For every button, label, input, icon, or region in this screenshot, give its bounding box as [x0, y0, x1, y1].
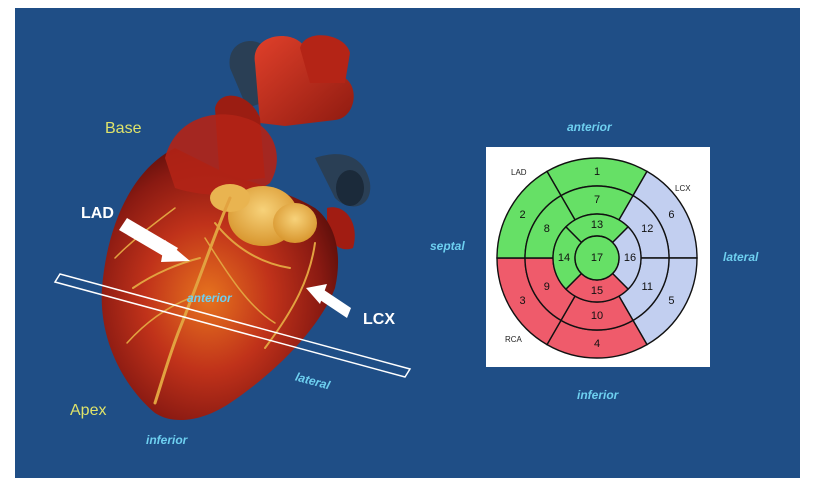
slide: Base Apex LAD LCX anterior lateral infer…: [15, 8, 800, 478]
segment-label-7: 7: [594, 194, 600, 206]
bullseye-anterior-label: anterior: [567, 120, 612, 134]
segment-label-9: 9: [544, 281, 550, 293]
lad-territory-label: LAD: [511, 168, 527, 177]
rca-territory-label: RCA: [505, 335, 523, 344]
bullseye-inferior-label: inferior: [577, 388, 618, 402]
heart-anterior-label: anterior: [187, 291, 232, 305]
segment-label-2: 2: [519, 209, 525, 221]
segment-label-10: 10: [591, 310, 603, 322]
segment-label-14: 14: [558, 252, 570, 264]
segment-label-4: 4: [594, 338, 600, 350]
bullseye-septal-label: septal: [430, 239, 465, 253]
segment-label-3: 3: [519, 295, 525, 307]
lcx-territory-label: LCX: [675, 184, 691, 193]
segment-label-8: 8: [544, 223, 550, 235]
base-label: Base: [105, 120, 141, 138]
segment-label-13: 13: [591, 219, 603, 231]
segment-label-1: 1: [594, 166, 600, 178]
segment-label-11: 11: [642, 281, 653, 293]
lad-label: LAD: [81, 205, 114, 223]
segment-label-6: 6: [668, 209, 674, 221]
segment-label-16: 16: [624, 252, 636, 264]
lcx-label: LCX: [363, 311, 395, 329]
segment-label-12: 12: [641, 223, 653, 235]
segment-label-5: 5: [668, 295, 674, 307]
heart-inferior-label: inferior: [146, 433, 187, 447]
apex-label: Apex: [70, 402, 106, 420]
segment-label-17: 17: [591, 252, 603, 264]
segment-label-15: 15: [591, 285, 603, 297]
bullseye-lateral-label: lateral: [723, 250, 758, 264]
